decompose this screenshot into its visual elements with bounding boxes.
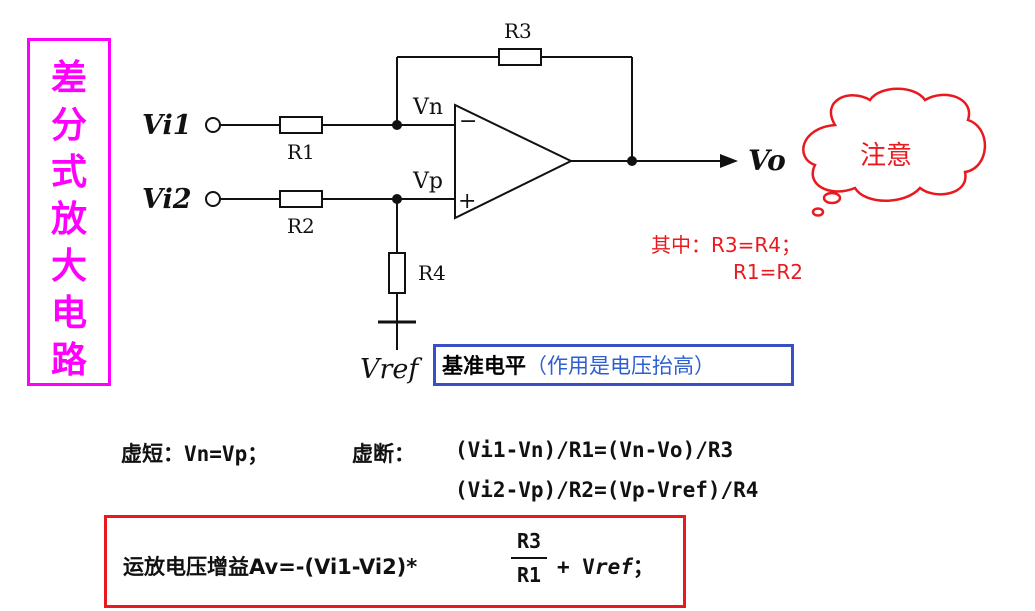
title-char: 差 <box>50 58 87 99</box>
cloud-callout <box>802 87 987 217</box>
label-vi2: Vi2 <box>142 184 192 215</box>
gain-fraction: R3 R1 <box>511 528 547 588</box>
label-r4: R4 <box>418 261 446 285</box>
title-char: 放 <box>50 199 87 240</box>
title-char: 分 <box>50 105 87 146</box>
vi2-terminal <box>205 191 221 207</box>
virtual-open-equation-2: (Vi2-Vp)/R2=(Vp-Vref)/R4 <box>455 478 759 502</box>
vi1-terminal <box>205 117 221 133</box>
reference-level-box: 基准电平 （作用是电压抬高） <box>433 344 794 386</box>
title-char: 式 <box>50 152 87 193</box>
reference-level-note: （作用是电压抬高） <box>526 354 715 378</box>
virtual-short-label: 虚短： <box>121 442 184 466</box>
virtual-short-equation: 虚短：Vn=Vp； <box>121 438 268 468</box>
fraction-bar <box>511 557 547 559</box>
note-line-2: R1=R2 <box>733 260 803 284</box>
resistor-r3 <box>498 48 542 66</box>
gain-formula-prefix: 运放电压增益Av=-(Vi1-Vi2)* <box>123 555 418 579</box>
title-char: 电 <box>50 293 87 334</box>
virtual-open-label: 虚断： <box>352 442 415 466</box>
reference-level-label: 基准电平 <box>442 354 526 378</box>
fraction-numerator: R3 <box>516 529 542 553</box>
junction-vn <box>392 120 402 130</box>
title-char: 路 <box>50 340 87 381</box>
junction-vp <box>392 194 402 204</box>
label-vn: Vn <box>412 95 443 120</box>
op-amp <box>454 103 574 220</box>
resistor-r1 <box>279 116 323 134</box>
resistor-r4 <box>388 252 406 294</box>
title-box: 差 分 式 放 大 电 路 <box>27 38 111 386</box>
gain-formula-box: 运放电压增益Av=-(Vi1-Vi2)* R3 R1 + Vref； <box>104 515 686 608</box>
label-minus: − <box>459 109 477 134</box>
label-vp: Vp <box>412 169 443 194</box>
virtual-short-value: Vn=Vp； <box>184 442 269 466</box>
fraction-denominator: R1 <box>516 563 542 587</box>
junction-vo <box>627 156 637 166</box>
label-r2: R2 <box>287 214 315 238</box>
label-vo: Vo <box>748 144 786 177</box>
label-vref: Vref <box>360 354 422 385</box>
label-vi1: Vi1 <box>142 110 192 141</box>
label-plus: + <box>458 189 476 214</box>
label-r3: R3 <box>504 19 532 43</box>
label-r1: R1 <box>287 140 315 164</box>
title-chars: 差 分 式 放 大 电 路 <box>30 55 108 384</box>
virtual-open-equation-1: (Vi1-Vn)/R1=(Vn-Vo)/R3 <box>455 438 734 462</box>
title-char: 大 <box>50 246 87 287</box>
gain-formula-suffix: + Vref； <box>557 555 654 579</box>
note-line-1: 其中：R3=R4； <box>651 233 801 257</box>
cloud-text: 注意 <box>860 141 912 171</box>
resistor-r2 <box>279 190 323 208</box>
output-arrow <box>720 154 738 168</box>
